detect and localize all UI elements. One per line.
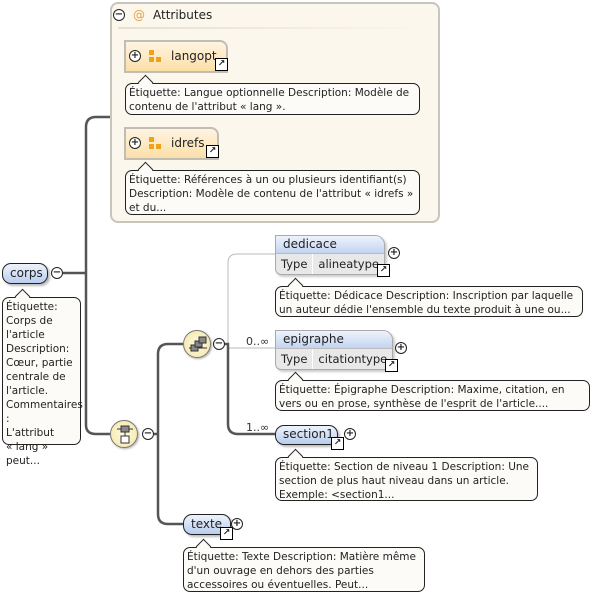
annotation-tooltip: Étiquette: Épigraphe Description: Maxime… — [275, 380, 590, 411]
element-name: epigraphe — [276, 331, 392, 349]
expand-icon[interactable]: + — [129, 50, 141, 62]
element-texte[interactable]: texte — [183, 514, 231, 535]
type-label: Type — [276, 349, 314, 369]
annotation-tooltip: Étiquette: Langue optionnelle Descriptio… — [125, 83, 420, 115]
annotation-tooltip: Étiquette: Références à un ou plusieurs … — [125, 170, 420, 215]
attribute-idrefs[interactable]: + idrefs ↗ — [124, 127, 219, 160]
type-label: Type — [276, 254, 314, 274]
attribute-name: langopt — [171, 49, 217, 63]
expand-icon[interactable]: + — [395, 342, 407, 354]
sequence-compositor-icon[interactable] — [110, 420, 138, 448]
annotation-tooltip: Étiquette: Section de niveau 1 Descripti… — [275, 457, 538, 501]
link-arrow-icon[interactable]: ↗ — [220, 527, 233, 540]
attribute-icon — [149, 137, 161, 149]
link-arrow-icon[interactable]: ↗ — [377, 264, 390, 277]
type-value: alineatype — [318, 257, 379, 271]
attribute-langopt[interactable]: + langopt ↗ — [124, 40, 228, 73]
link-arrow-icon[interactable]: ↗ — [206, 145, 219, 158]
divider — [118, 27, 428, 29]
expand-icon[interactable]: + — [344, 428, 356, 440]
link-arrow-icon[interactable]: ↗ — [385, 359, 398, 372]
link-arrow-icon[interactable]: ↗ — [331, 437, 344, 450]
element-name: dedicace — [276, 236, 384, 254]
cardinality: 1..∞ — [246, 421, 270, 434]
collapse-icon[interactable]: − — [51, 267, 63, 279]
annotation-tooltip: Étiquette: Dédicace Description: Inscrip… — [275, 286, 583, 317]
type-value: citationtype — [318, 352, 388, 366]
at-icon: @ — [133, 8, 145, 22]
element-corps[interactable]: corps — [2, 263, 48, 284]
expand-icon[interactable]: + — [231, 518, 243, 530]
cardinality: 0..∞ — [246, 335, 270, 348]
attribute-name: idrefs — [171, 136, 205, 150]
collapse-attributes-icon[interactable]: − — [113, 9, 125, 21]
expand-icon[interactable]: + — [129, 137, 141, 149]
expand-icon[interactable]: + — [388, 247, 400, 259]
annotation-tooltip: Étiquette: Corps de l'article Descriptio… — [2, 297, 83, 467]
choice-compositor-icon[interactable] — [183, 330, 211, 358]
attribute-icon — [149, 50, 161, 62]
element-dedicace[interactable]: dedicace Type alineatype — [275, 235, 385, 275]
collapse-icon[interactable]: − — [142, 428, 154, 440]
element-epigraphe[interactable]: epigraphe Type citationtype — [275, 330, 393, 370]
collapse-icon[interactable]: − — [213, 338, 225, 350]
annotation-tooltip: Étiquette: Texte Description: Matière mê… — [183, 547, 425, 592]
element-section1[interactable]: section1 — [275, 425, 338, 445]
link-arrow-icon[interactable]: ↗ — [215, 58, 228, 71]
attributes-title: Attributes — [153, 8, 213, 22]
